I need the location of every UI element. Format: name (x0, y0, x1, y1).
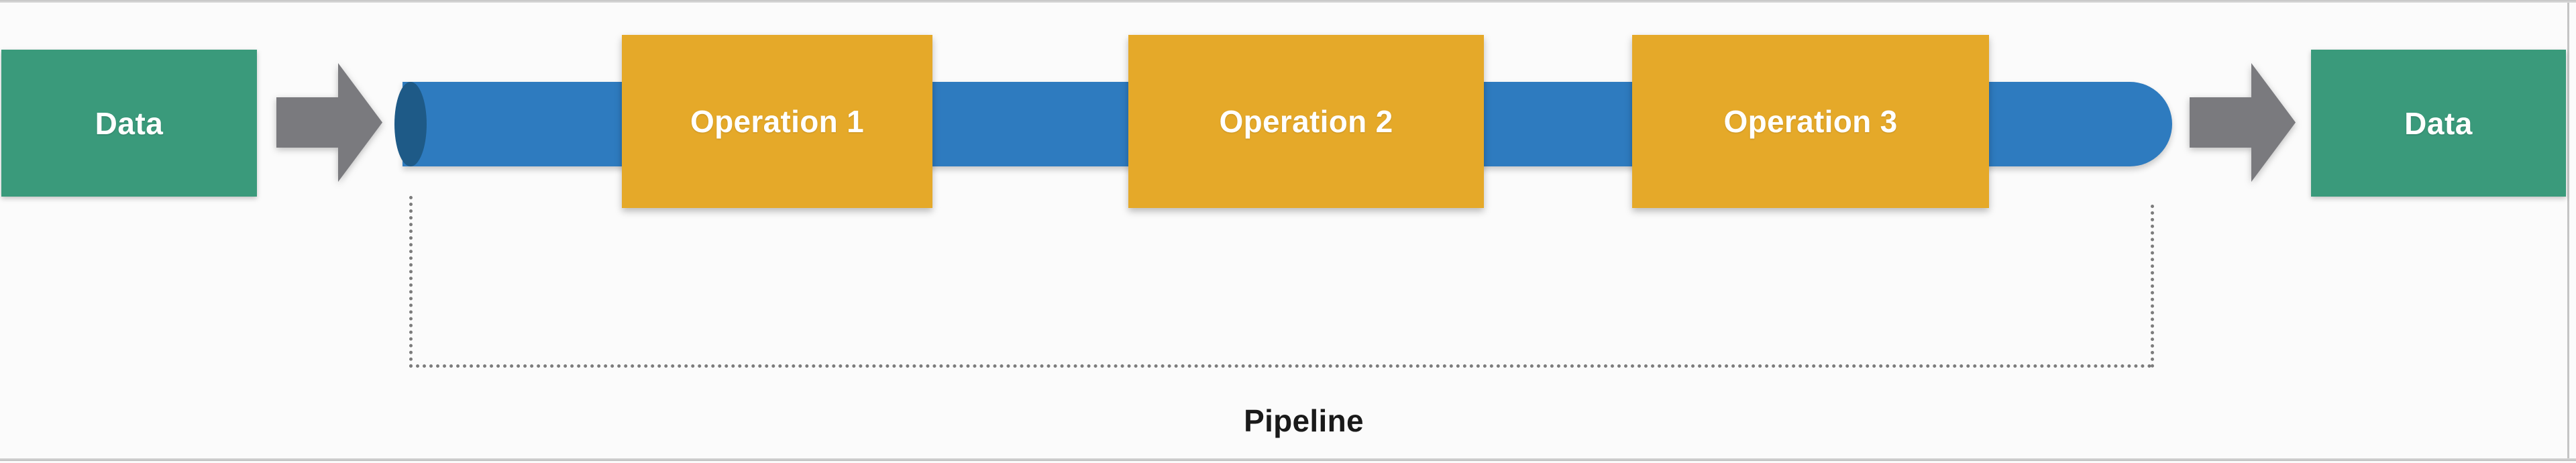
input-data-node: Data (1, 50, 257, 197)
frame-bottom-border (0, 458, 2576, 461)
operation-label-3: Operation 3 (1723, 104, 1898, 139)
input-arrow-icon (276, 63, 382, 182)
pipeline-cylinder-left-cap (394, 82, 427, 166)
output-data-label: Data (2404, 105, 2473, 141)
operation-box-3: Operation 3 (1632, 35, 1989, 208)
frame-top-border (0, 0, 2576, 3)
output-data-node: Data (2311, 50, 2566, 197)
pipeline-bracket-left-tick (409, 196, 413, 368)
operation-box-2: Operation 2 (1128, 35, 1484, 208)
output-arrow-icon (2190, 63, 2296, 182)
pipeline-bracket-right-tick (2151, 205, 2154, 368)
input-data-label: Data (95, 105, 164, 141)
operation-label-1: Operation 1 (690, 104, 864, 139)
operation-box-1: Operation 1 (622, 35, 932, 208)
frame-right-border (2567, 3, 2569, 458)
pipeline-bracket-baseline (409, 364, 2153, 368)
operation-label-2: Operation 2 (1219, 104, 1393, 139)
pipeline-caption-text: Pipeline (1244, 403, 1364, 438)
pipeline-caption: Pipeline (0, 405, 2567, 436)
